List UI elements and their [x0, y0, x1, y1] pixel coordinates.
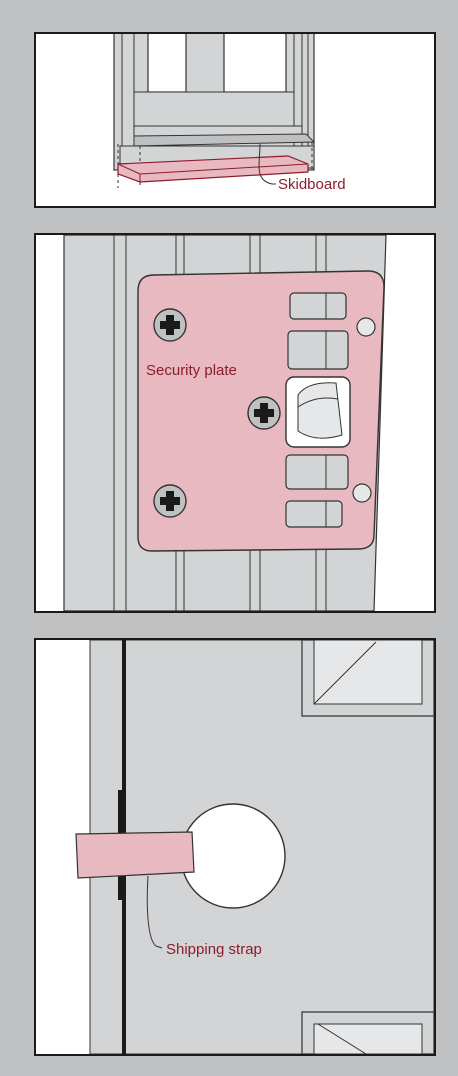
shipping-strap-illustration: Shipping strap — [36, 640, 434, 1054]
shipping-strap-label: Shipping strap — [166, 941, 262, 958]
skidboard-panel: Skidboard — [34, 32, 436, 208]
security-plate-panel: Security plate — [34, 233, 436, 613]
door-knob-hole — [181, 804, 285, 908]
window-glass-right — [224, 34, 286, 92]
security-plate-label: Security plate — [146, 362, 237, 379]
skidboard-illustration: Skidboard — [36, 34, 434, 206]
screw-icon — [248, 397, 280, 429]
plate-hole — [353, 484, 371, 502]
security-plate-illustration: Security plate — [36, 235, 434, 611]
skidboard-label: Skidboard — [278, 176, 346, 193]
shipping-strap-panel: Shipping strap — [34, 638, 436, 1056]
screw-icon — [154, 309, 186, 341]
shipping-strap — [76, 832, 194, 878]
plate-hole — [357, 318, 375, 336]
screw-icon — [154, 485, 186, 517]
window-glass-left — [148, 34, 186, 92]
